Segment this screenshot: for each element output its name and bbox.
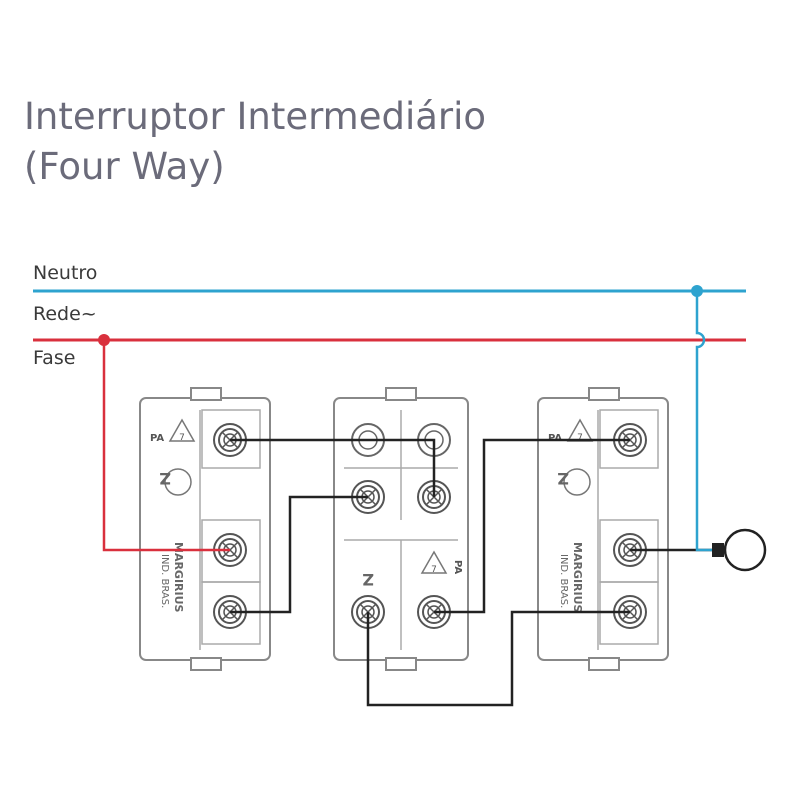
neutral-label: Neutro [33, 262, 98, 284]
traveler-wire-4 [366, 610, 630, 707]
right-switch-module: 7 PA Z MARGIRIUS IND. BRAS. [537, 387, 669, 671]
page-title: Interruptor Intermediário (Four Way) [24, 92, 486, 192]
neutral-drop-wire [695, 291, 716, 552]
title-line-2: (Four Way) [24, 145, 225, 188]
phase-label: Fase [33, 347, 76, 369]
origin-text: IND. BRAS. [159, 554, 170, 608]
network-label: Rede~ [33, 303, 97, 325]
traveler-wire-3 [434, 438, 630, 614]
middle-switch-module: 7 PA Z [333, 387, 469, 671]
material-text: PA [548, 433, 562, 444]
recycle-code: 7 [179, 433, 185, 443]
traveler-wire-2 [230, 495, 368, 614]
lamp-icon [712, 528, 767, 572]
origin-text: IND. BRAS. [558, 554, 569, 608]
phase-drop-wire [102, 340, 230, 552]
traveler-wire-1 [230, 438, 436, 497]
material-text: PA [452, 560, 463, 574]
title-line-1: Interruptor Intermediário [24, 95, 487, 138]
rating-mark: Z [557, 469, 569, 488]
brand-text: MARGIRIUS [172, 542, 185, 613]
recycle-code: 7 [577, 433, 583, 443]
left-switch-module: 7 PA Z MARGIRIUS IND. BRAS. [139, 387, 271, 671]
rating-mark: Z [159, 469, 171, 488]
rating-mark: Z [362, 570, 374, 589]
brand-text: MARGIRIUS [571, 542, 584, 613]
material-text: PA [150, 433, 164, 444]
recycle-code: 7 [431, 565, 437, 575]
